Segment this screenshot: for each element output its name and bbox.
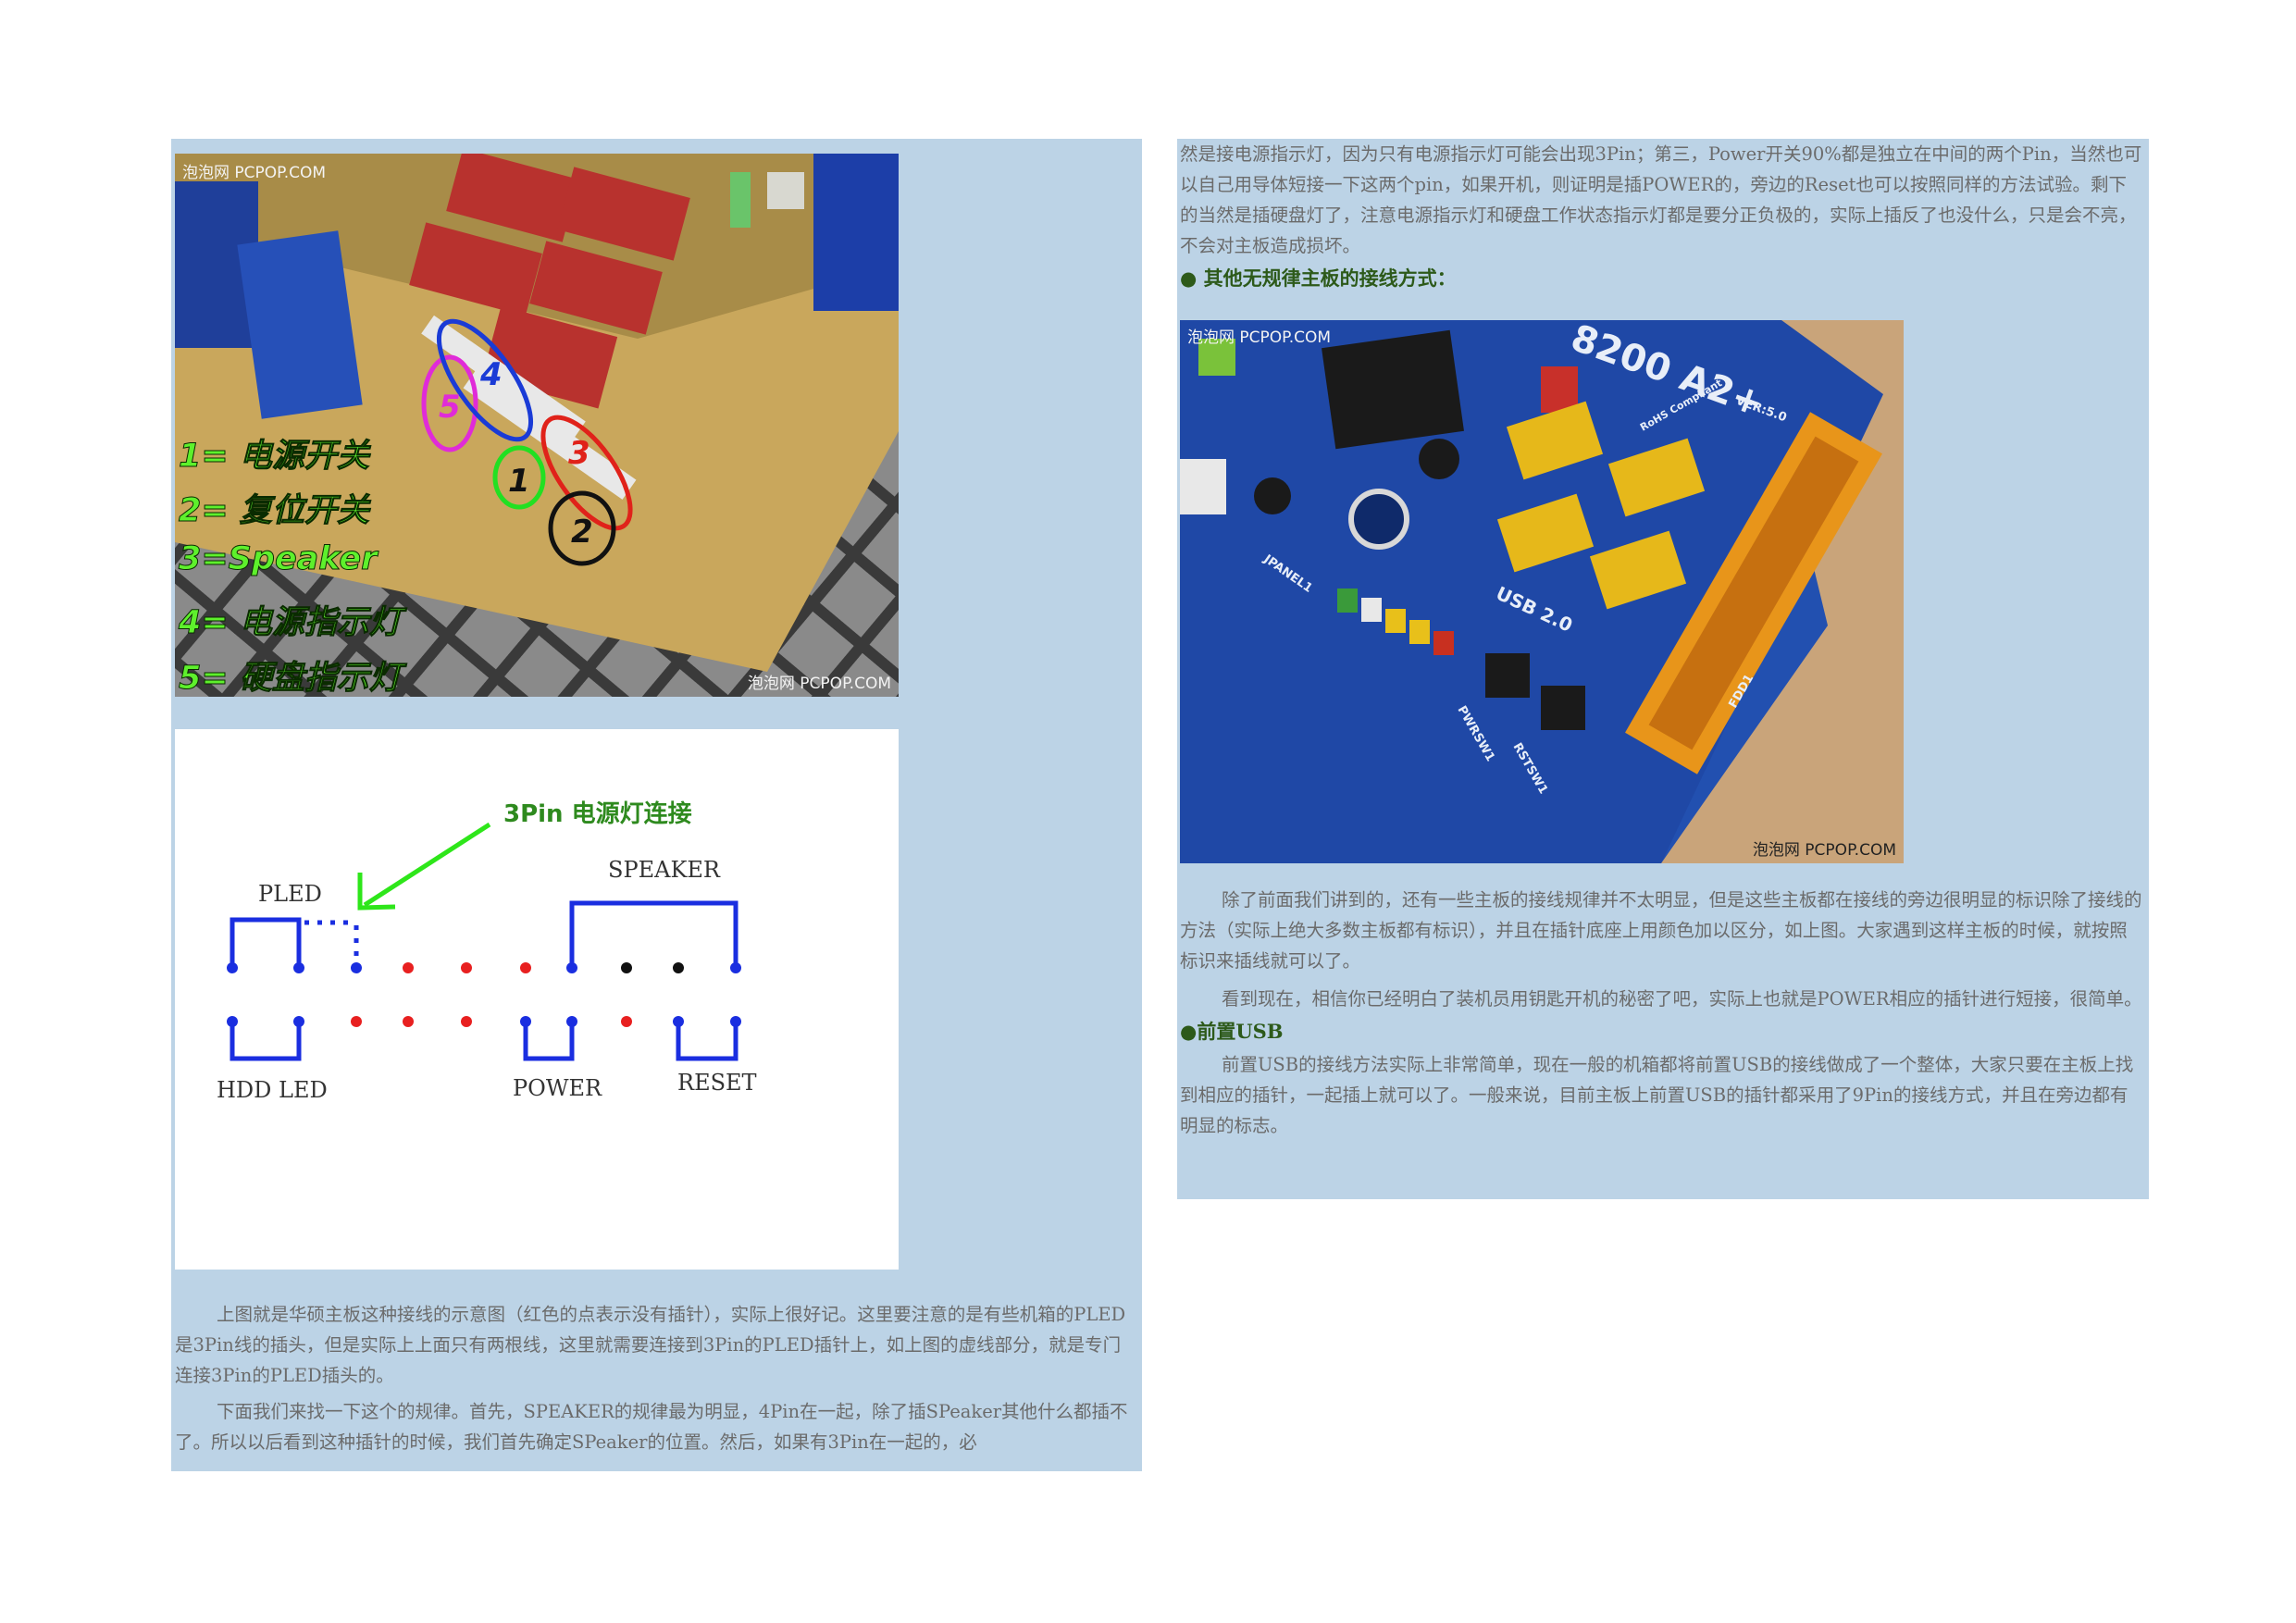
legend-power-led: 4= 电源指示灯 [179,604,403,642]
right-paragraph-1: 然是接电源指示灯，因为只有电源指示灯可能会出现3Pin；第三，Power开关90… [1180,143,2142,256]
motherboard-photo-2-art: 8200 A2+ USB 2.0 JPANEL1 PWRSW1 RSTSW1 F… [1180,320,1904,863]
photo2-watermark-bottom: 泡泡网 PCPOP.COM [1752,841,1896,860]
label-speaker: SPEAKER [608,857,721,883]
pin-diagram: 3Pin 电源灯连接 [175,729,899,1270]
marker-2: 2 [571,514,593,551]
right-text-top: 然是接电源指示灯，因为只有电源指示灯可能会出现3Pin；第三，Power开关90… [1180,139,2144,294]
left-text-block: 上图就是华硕主板这种接线的示意图（红色的点表示没有插针），实际上很好记。这里要注… [175,1299,1137,1457]
diagram-title: 3Pin 电源灯连接 [503,800,692,828]
legend-hdd-led: 5= 硬盘指示灯 [179,660,403,698]
left-paragraph-1: 上图就是华硕主板这种接线的示意图（红色的点表示没有插针），实际上很好记。这里要注… [175,1304,1126,1386]
right-paragraph-2: 除了前面我们讲到的，还有一些主板的接线规律并不太明显，但是这些主板都在接线的旁边… [1180,889,2142,972]
legend-speaker: 3=Speaker [178,540,378,578]
left-paragraph-2: 下面我们来找一下这个的规律。首先，SPEAKER的规律最为明显，4Pin在一起，… [175,1401,1128,1453]
right-column: 然是接电源指示灯，因为只有电源指示灯可能会出现3Pin；第三，Power开关90… [1177,139,2149,1199]
motherboard-photo-1-art: 5 4 1 3 2 [175,154,899,697]
pin-diagram-art: 3Pin 电源灯连接 [217,800,757,1103]
motherboard-photo-1: 5 4 1 3 2 泡泡网 PCPOP.COM 泡泡网 PCPOP.COM 1=… [175,154,899,697]
photo1-watermark-bottom: 泡泡网 PCPOP.COM [747,675,891,693]
label-hdd-led: HDD LED [217,1077,328,1103]
heading-irregular-boards: ● 其他无规律主板的接线方式： [1180,266,1457,290]
motherboard-photo-2: 8200 A2+ USB 2.0 JPANEL1 PWRSW1 RSTSW1 F… [1180,320,1904,863]
right-paragraph-4: 前置USB的接线方法实际上非常简单，现在一般的机箱都将前置USB的接线做成了一个… [1180,1054,2134,1136]
marker-4: 4 [479,356,503,393]
right-text-bottom: 除了前面我们讲到的，还有一些主板的接线规律并不太明显，但是这些主板都在接线的旁边… [1180,885,2144,1141]
legend-power-switch: 1= 电源开关 [179,438,370,476]
marker-1: 1 [508,463,530,500]
marker-5: 5 [439,389,461,426]
label-reset: RESET [677,1070,757,1096]
legend-reset-switch: 2= 复位开关 [179,492,370,530]
marker-3: 3 [568,435,590,472]
right-paragraph-3: 看到现在，相信你已经明白了装机员用钥匙开机的秘密了吧，实际上也就是POWER相应… [1222,988,2142,1010]
label-pled: PLED [258,881,322,907]
label-power: POWER [513,1075,602,1101]
photo2-watermark-top: 泡泡网 PCPOP.COM [1187,328,1332,347]
heading-front-usb: ●前置USB [1180,1020,1284,1043]
photo1-watermark-top: 泡泡网 PCPOP.COM [182,164,327,182]
left-column: 5 4 1 3 2 泡泡网 PCPOP.COM 泡泡网 PCPOP.COM 1=… [171,139,1142,1471]
